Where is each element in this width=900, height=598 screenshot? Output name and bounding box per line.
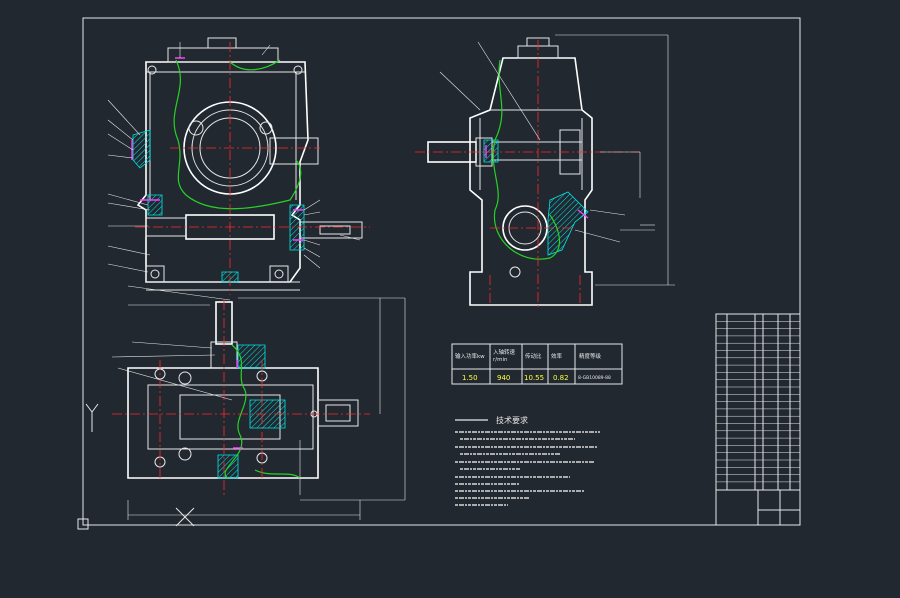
param-value-speed: 940 [497, 374, 510, 382]
technical-requirements: 技术要求 [455, 415, 600, 506]
tech-req-title: 技术要求 [496, 415, 528, 425]
param-value-efficiency: 0.82 [553, 374, 569, 382]
param-value-power: 1.50 [462, 374, 478, 382]
title-block [715, 313, 801, 526]
param-header-accuracy: 精度等级 [579, 352, 602, 360]
front-view [107, 37, 370, 295]
param-value-accuracy: 8-GB10089-88 [578, 375, 611, 381]
param-header-ratio: 传动比 [525, 352, 542, 360]
sheet-frame [77, 17, 801, 530]
param-header-efficiency: 效率 [551, 352, 563, 360]
param-value-ratio: 10.55 [524, 374, 544, 382]
top-view [85, 285, 406, 527]
side-view [415, 34, 675, 310]
param-header-power: 输入功率kw [455, 352, 485, 360]
